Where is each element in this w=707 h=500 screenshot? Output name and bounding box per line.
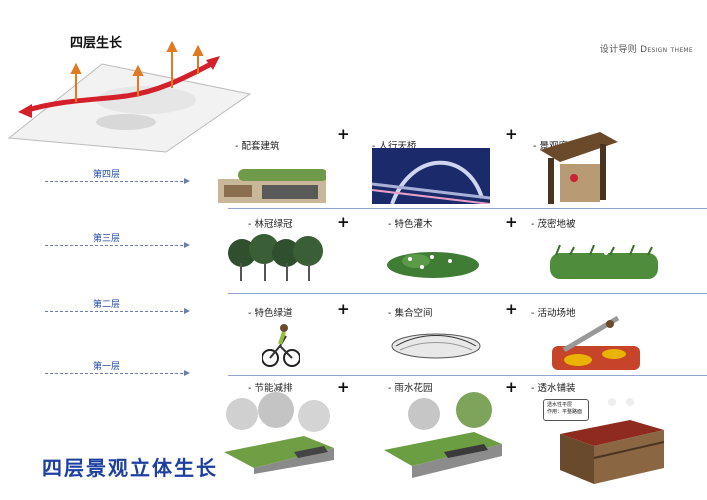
- permeable-note-box: 透水性平层 作用：平整路面: [543, 399, 589, 421]
- row-divider: [228, 375, 707, 376]
- activity-ground-image: [552, 315, 640, 370]
- item-label-energy-saving: - 节能减排: [248, 383, 293, 394]
- level-2-label: 第二层: [93, 300, 121, 310]
- plus-sign: +: [505, 300, 518, 318]
- item-label-canopy-trees: - 林冠绿冠: [248, 219, 293, 230]
- level-2-arrow: [45, 308, 190, 314]
- feature-shrubs-image: [387, 252, 479, 278]
- greenway-cyclist-image: [262, 324, 300, 367]
- plus-sign: +: [337, 300, 350, 318]
- site-plan-map: [7, 40, 252, 153]
- item-label-activity-ground: - 活动场地: [531, 308, 576, 319]
- row-divider: [228, 208, 707, 209]
- map-title: 四层生长: [70, 36, 123, 51]
- canopy-trees-image: [228, 234, 323, 281]
- pergola-image: [540, 132, 618, 204]
- footbridge-image: [372, 148, 490, 204]
- plus-sign: +: [505, 125, 518, 143]
- item-label-support-building: - 配套建筑: [235, 141, 280, 152]
- map-terrain: [96, 86, 196, 114]
- gathering-space-image: [391, 333, 481, 359]
- item-label-feature-shrubs: - 特色灌木: [388, 219, 433, 230]
- row-divider: [228, 293, 707, 294]
- main-title: 四层景观立体生长: [42, 456, 218, 480]
- plus-sign: +: [505, 378, 518, 396]
- level-4-label: 第四层: [93, 170, 121, 180]
- level-3-arrow: [45, 242, 190, 248]
- growth-arrows: [70, 40, 204, 102]
- item-label-rain-garden: - 雨水花园: [388, 383, 433, 394]
- energy-saving-image: [224, 392, 334, 474]
- plus-sign: +: [505, 213, 518, 231]
- route-arrow-right: [206, 56, 220, 70]
- level-4-arrow: [45, 178, 190, 184]
- level-1-label: 第一层: [93, 362, 121, 372]
- item-label-permeable-paving: - 透水铺装: [531, 383, 576, 394]
- support-building-image: [218, 169, 326, 203]
- header-en: Design theme: [640, 45, 693, 55]
- level-1-arrow: [45, 370, 190, 376]
- rain-garden-image: [384, 392, 502, 478]
- item-label-greenway: - 特色绿道: [248, 308, 293, 319]
- item-label-footbridge: - 人行天桥: [372, 141, 417, 152]
- item-label-ground-cover: - 茂密地被: [531, 219, 576, 230]
- ground-cover-image: [550, 245, 658, 279]
- note-line-1: 透水性平层: [547, 402, 573, 408]
- plus-sign: +: [337, 378, 350, 396]
- note-line-2: 作用：平整路面: [547, 409, 583, 415]
- design-theme-header: 设计导则 Design theme: [600, 42, 693, 55]
- header-cn: 设计导则: [599, 45, 637, 55]
- plus-sign: +: [337, 125, 350, 143]
- map-terrain: [96, 114, 156, 130]
- route-arrow-left: [18, 104, 32, 118]
- item-label-gathering-space: - 集合空间: [388, 308, 433, 319]
- level-3-label: 第三层: [93, 234, 121, 244]
- red-route-path: [27, 61, 213, 113]
- plus-sign: +: [337, 213, 350, 231]
- permeable-paving-image: [560, 398, 664, 484]
